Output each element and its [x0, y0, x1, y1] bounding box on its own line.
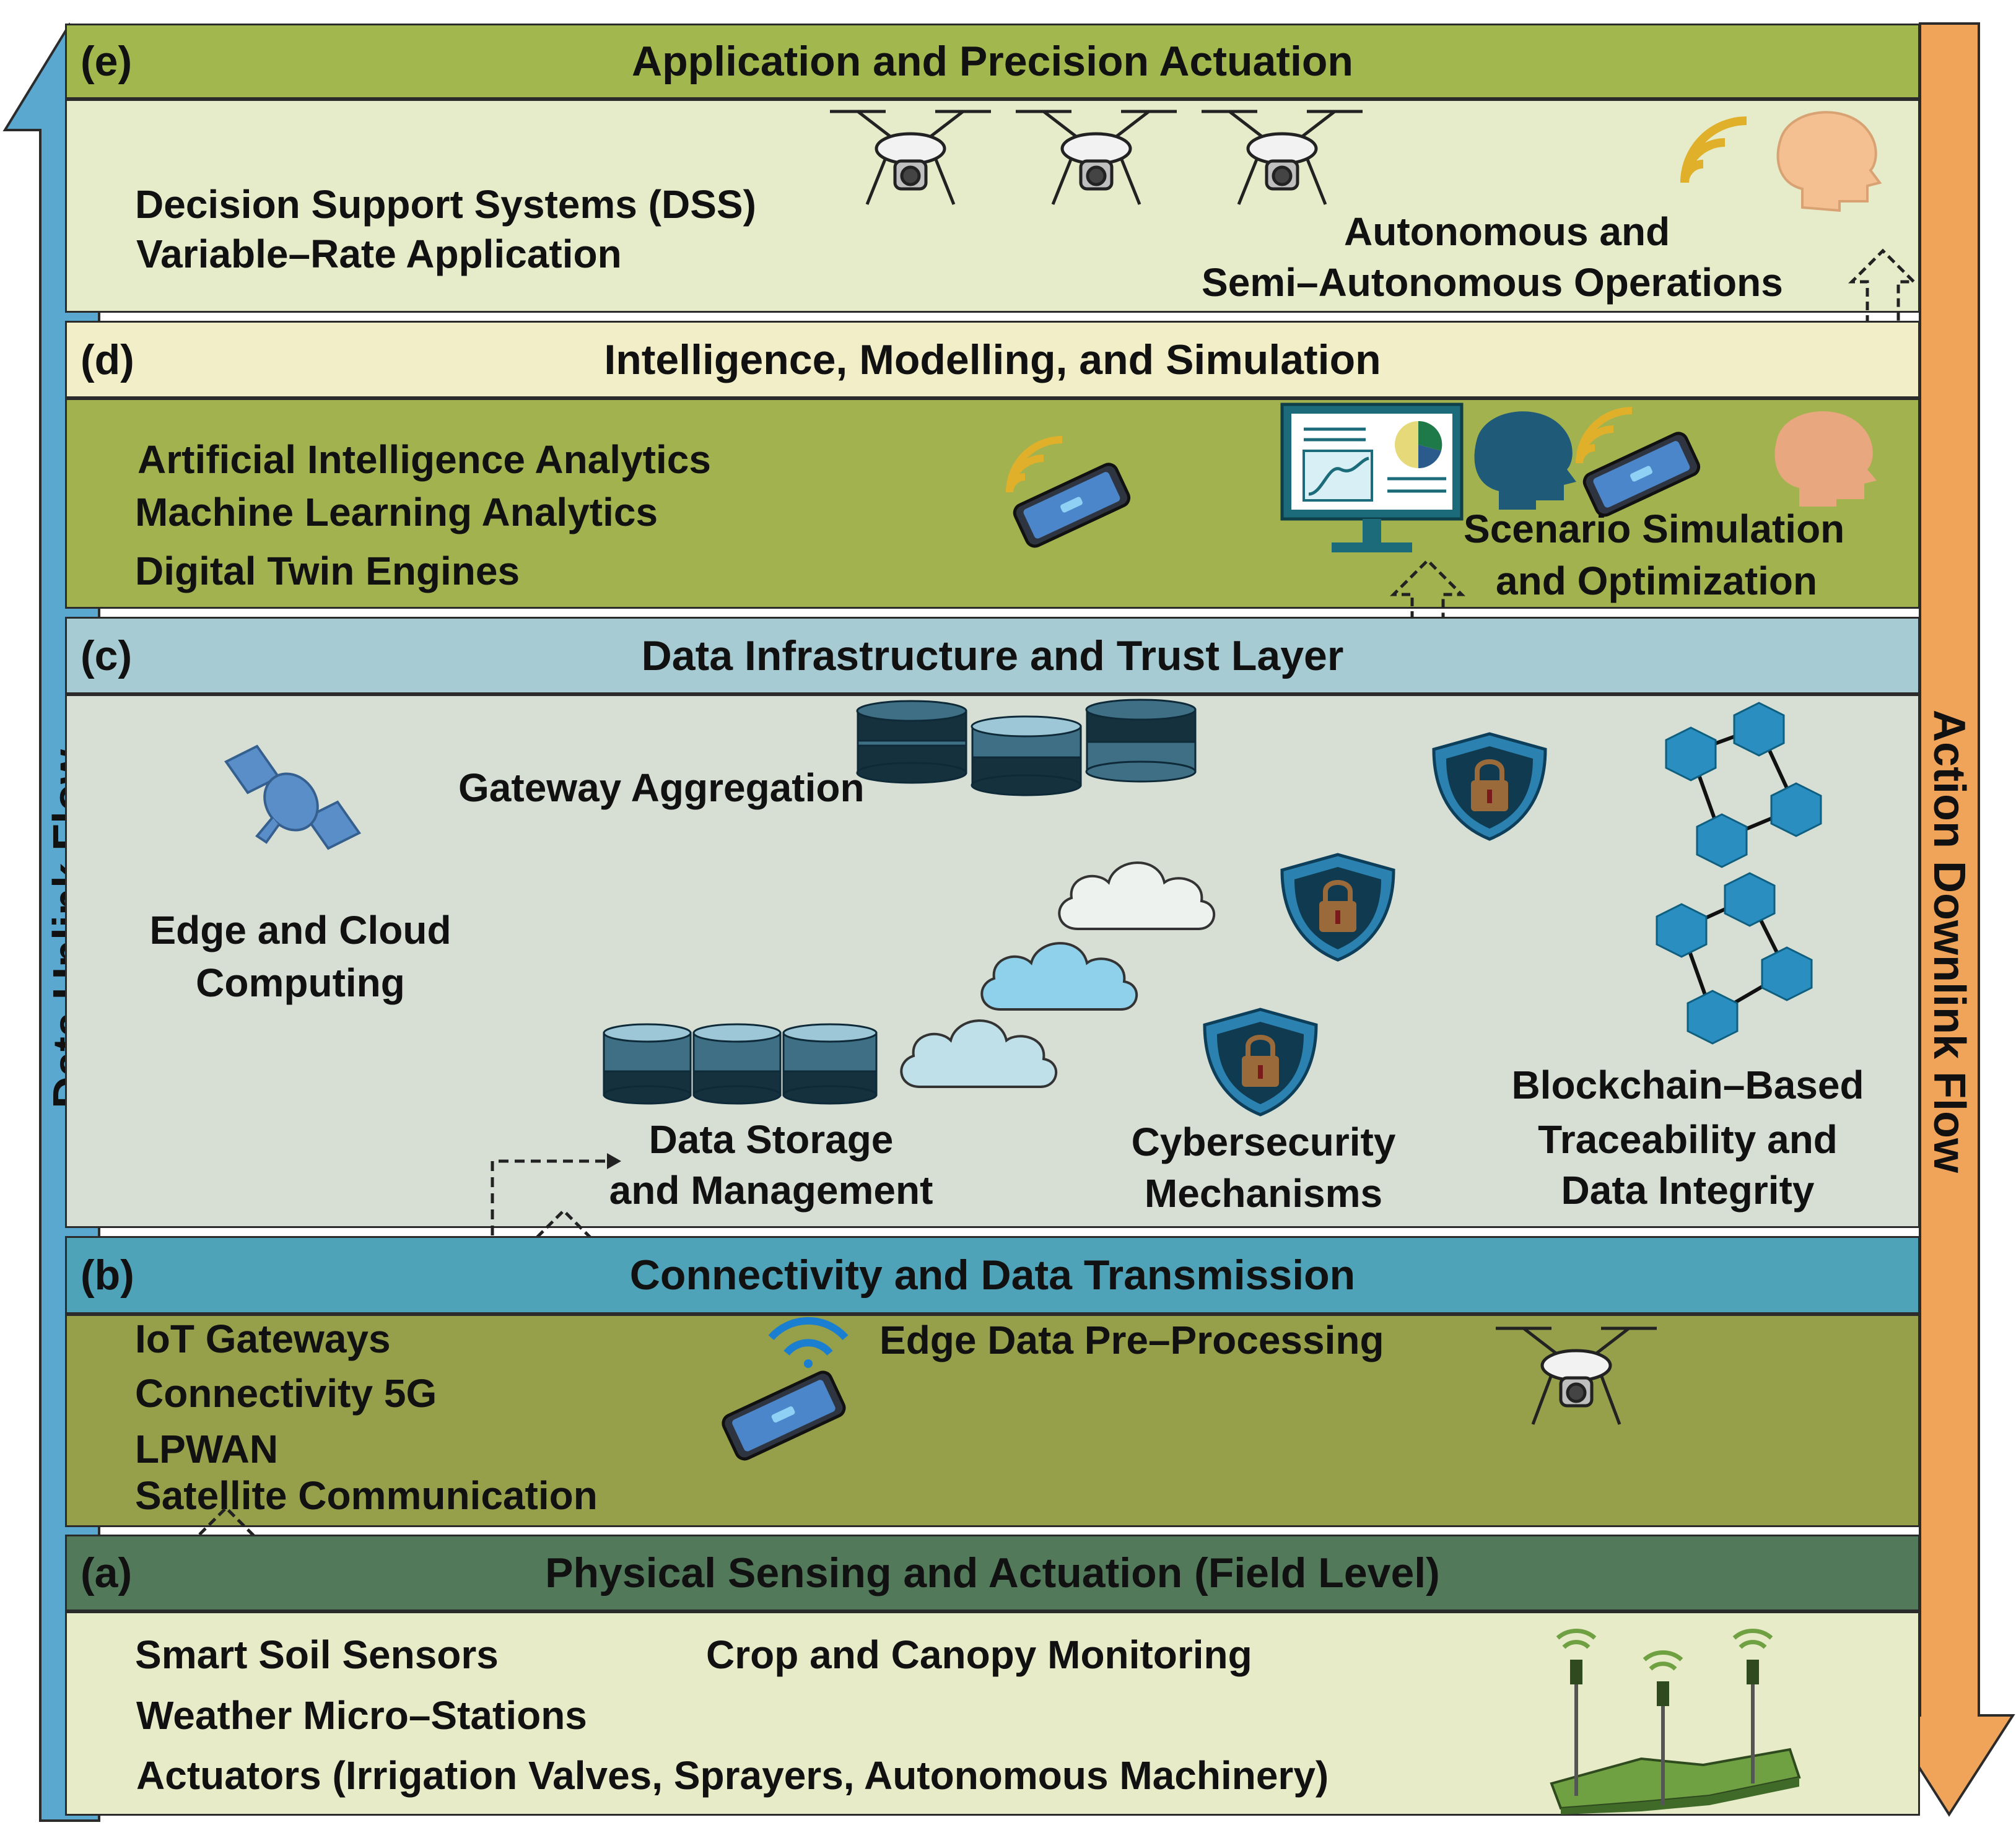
dashed-connector-arrow-icon: [491, 1153, 621, 1235]
connectivity-5g-label: Connectivity 5G: [135, 1371, 437, 1416]
cloud-icon: [900, 1019, 1058, 1088]
smartphone-icon: [1013, 463, 1131, 548]
signal-icon: [1680, 116, 1747, 183]
security-shield-icon: [1280, 853, 1395, 962]
signal-icon: [1576, 407, 1633, 464]
monitor-dashboard-icon: [1280, 403, 1464, 552]
layer-d-header: (d) Intelligence, Modelling, and Simulat…: [65, 321, 1920, 398]
blockchain-line3: Data Integrity: [1561, 1168, 1815, 1213]
layer-a-header: (a) Physical Sensing and Actuation (Fiel…: [65, 1535, 1920, 1611]
human-head-icon: [1774, 411, 1877, 507]
smart-soil-sensors-label: Smart Soil Sensors: [135, 1632, 499, 1677]
drone-icon: [1496, 1326, 1657, 1425]
gateway-aggregation-label: Gateway Aggregation: [458, 765, 865, 810]
dss-label: Decision Support Systems (DSS): [135, 182, 756, 227]
variable-rate-label: Variable–Rate Application: [136, 232, 622, 276]
layer-c-letter: (c): [81, 632, 133, 679]
signal-icon: [1006, 436, 1063, 493]
security-shield-icon: [1203, 1008, 1318, 1117]
smartphone-icon: [722, 1370, 846, 1461]
blockchain-line2: Traceability and: [1538, 1117, 1838, 1162]
field-sensors-icon: [1550, 1629, 1801, 1814]
cloud-icon: [980, 942, 1138, 1011]
ml-analytics-label: Machine Learning Analytics: [135, 490, 658, 534]
drone-icon: [1016, 110, 1177, 205]
scenario-line2: and Optimization: [1496, 559, 1818, 603]
crop-canopy-label: Crop and Canopy Monitoring: [706, 1632, 1252, 1677]
layer-d-letter: (d): [81, 336, 134, 383]
weather-stations-label: Weather Micro–Stations: [136, 1693, 587, 1738]
smartphone-icon: [1582, 432, 1701, 517]
storage-line2: and Management: [609, 1168, 933, 1213]
layer-b-header: (b) Connectivity and Data Transmission: [65, 1236, 1920, 1314]
autonomous-line1: Autonomous and: [1344, 209, 1670, 254]
lpwan-label: LPWAN: [135, 1427, 279, 1471]
layer-e-title: Application and Precision Actuation: [632, 38, 1353, 85]
dashed-up-arrow-icon: [1389, 558, 1466, 649]
layer-a-letter: (a): [81, 1549, 133, 1596]
scenario-line1: Scenario Simulation: [1464, 507, 1845, 551]
edge-preprocessing-label: Edge Data Pre–Processing: [879, 1318, 1384, 1362]
satellite-icon: [224, 744, 361, 850]
satellite-comm-label: Satellite Communication: [135, 1473, 598, 1518]
layer-e-body: [65, 99, 1920, 313]
drone-icon: [1202, 110, 1363, 205]
layer-b-title: Connectivity and Data Transmission: [629, 1252, 1356, 1299]
human-head-icon: [1776, 111, 1882, 212]
autonomous-line2: Semi–Autonomous Operations: [1202, 260, 1783, 305]
database-icon: [856, 699, 1197, 796]
edge-cloud-line1: Edge and Cloud: [149, 908, 452, 952]
layer-e-header: (e) Application and Precision Actuation: [65, 24, 1920, 99]
iot-gateways-label: IoT Gateways: [135, 1317, 391, 1361]
layer-b-body: [65, 1314, 1920, 1527]
layer-c-header: (c) Data Infrastructure and Trust Layer: [65, 617, 1920, 694]
storage-line1: Data Storage: [648, 1117, 894, 1162]
layer-c-title: Data Infrastructure and Trust Layer: [641, 632, 1344, 679]
ai-analytics-label: Artificial Intelligence Analytics: [137, 437, 711, 482]
security-shield-icon: [1432, 732, 1547, 841]
layer-e-letter: (e): [81, 38, 133, 85]
edge-cloud-line2: Computing: [196, 960, 405, 1005]
cyber-line2: Mechanisms: [1144, 1171, 1383, 1216]
blockchain-line1: Blockchain–Based: [1511, 1063, 1864, 1107]
blockchain-icon: [1665, 702, 1822, 868]
layer-d-title: Intelligence, Modelling, and Simulation: [604, 336, 1381, 383]
signal-icon: [768, 1317, 849, 1368]
actuators-label: Actuators (Irrigation Valves, Sprayers, …: [136, 1753, 1329, 1798]
cyber-line1: Cybersecurity: [1131, 1120, 1396, 1164]
drone-icon: [830, 110, 991, 205]
action-downlink-label: Action Downlink Flow: [1924, 710, 1974, 1173]
digital-twin-label: Digital Twin Engines: [135, 549, 520, 593]
blockchain-icon: [1656, 872, 1813, 1045]
human-head-icon: [1474, 411, 1576, 510]
database-icon: [603, 1023, 878, 1105]
cloud-icon: [1058, 861, 1216, 930]
layer-a-title: Physical Sensing and Actuation (Field Le…: [545, 1549, 1440, 1596]
layer-b-letter: (b): [81, 1252, 134, 1299]
